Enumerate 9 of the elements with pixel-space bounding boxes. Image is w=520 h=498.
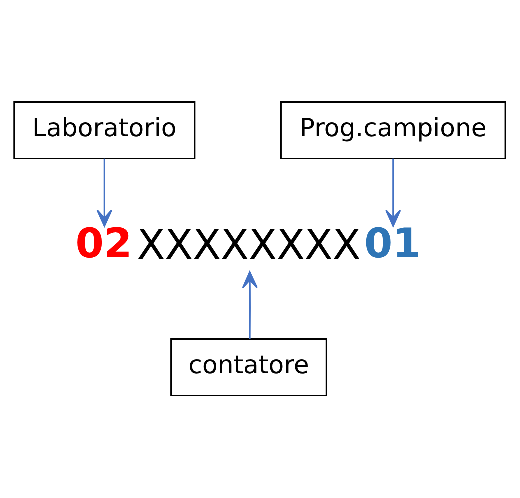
node-text: 01 xyxy=(364,219,422,268)
arrow xyxy=(96,158,112,227)
node-text: 02 xyxy=(76,219,132,268)
arrow xyxy=(386,158,402,227)
node-text: XXXXXXXX xyxy=(137,220,361,269)
node-box: Laboratorio xyxy=(14,102,196,160)
node-box: Prog.campione xyxy=(280,102,506,160)
arrow xyxy=(242,271,258,340)
node-box: contatore xyxy=(170,338,328,397)
